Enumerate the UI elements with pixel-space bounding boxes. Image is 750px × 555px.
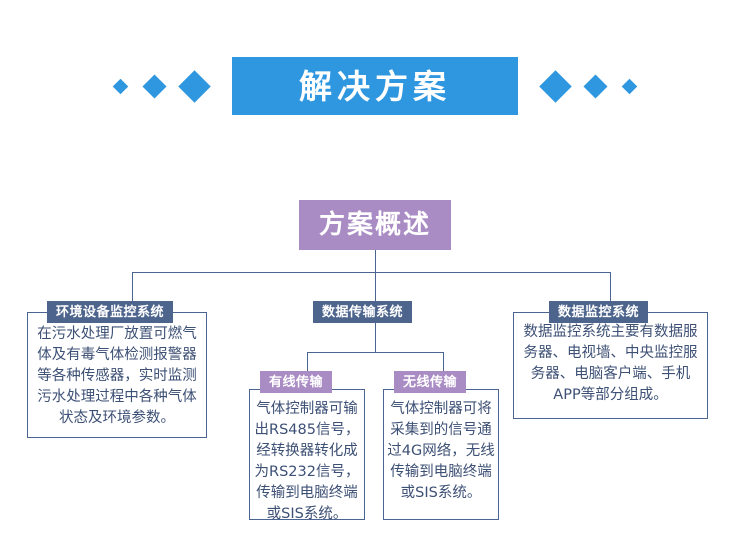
env-monitoring-body: 在污水处理厂放置可燃气体及有毒气体检测报警器等各种传感器，实时监测污水处理过程中… xyxy=(37,326,197,426)
connector-level2-bus xyxy=(307,352,443,353)
diamond-icon xyxy=(178,69,211,103)
data-monitoring-header-label: 数据监控系统 xyxy=(558,304,640,320)
data-monitoring-body: 数据监控系统主要有数据服务器、电视墙、中央监控服务器、电脑客户端、手机APP等部… xyxy=(523,324,698,403)
wired-transmission-header-label: 有线传输 xyxy=(269,374,324,390)
diamond-icon xyxy=(621,78,638,94)
banner-title-box: 解决方案 xyxy=(232,57,518,115)
page-title: 解决方案 xyxy=(299,66,451,106)
wireless-transmission-box xyxy=(383,389,499,520)
wired-transmission-box xyxy=(249,389,365,520)
overview-node: 方案概述 xyxy=(299,200,451,250)
wireless-transmission-body: 气体控制器可将采集到的信号通过4G网络，无线传输到电脑终端或SIS系统。 xyxy=(387,401,495,501)
env-monitoring-header-label: 环境设备监控系统 xyxy=(56,304,165,320)
env-monitoring-box xyxy=(27,312,207,438)
wireless-transmission-header-label: 无线传输 xyxy=(403,374,458,390)
data-transmission-header-label: 数据传输系统 xyxy=(322,304,404,320)
data-transmission-header: 数据传输系统 xyxy=(313,301,413,323)
env-monitoring-header: 环境设备监控系统 xyxy=(47,301,174,323)
wired-transmission-body: 气体控制器可输出RS485信号，经转换器转化成为RS232信号，传输到电脑终端或… xyxy=(254,401,360,522)
connector-to-monitoring xyxy=(610,272,611,302)
wired-transmission-header: 有线传输 xyxy=(260,371,333,393)
connector-level1-bus xyxy=(132,272,611,273)
page-header-banner: 解决方案 xyxy=(0,55,750,117)
connector-to-wired xyxy=(307,352,308,372)
decorative-diamonds-right xyxy=(539,69,638,103)
wireless-transmission-header: 无线传输 xyxy=(394,371,467,393)
connector-root-stem xyxy=(375,250,376,272)
decorative-diamonds-left xyxy=(112,69,211,103)
diamond-icon xyxy=(583,73,608,99)
connector-to-transmission xyxy=(375,272,376,302)
connector-to-wireless xyxy=(443,352,444,372)
overview-node-label: 方案概述 xyxy=(318,210,431,240)
connector-transmission-stem xyxy=(375,323,376,352)
diamond-icon xyxy=(112,78,129,94)
connector-to-env xyxy=(132,272,133,302)
diamond-icon xyxy=(539,69,572,103)
diamond-icon xyxy=(142,73,167,99)
data-monitoring-box xyxy=(513,312,708,419)
data-monitoring-header: 数据监控系统 xyxy=(549,301,649,323)
